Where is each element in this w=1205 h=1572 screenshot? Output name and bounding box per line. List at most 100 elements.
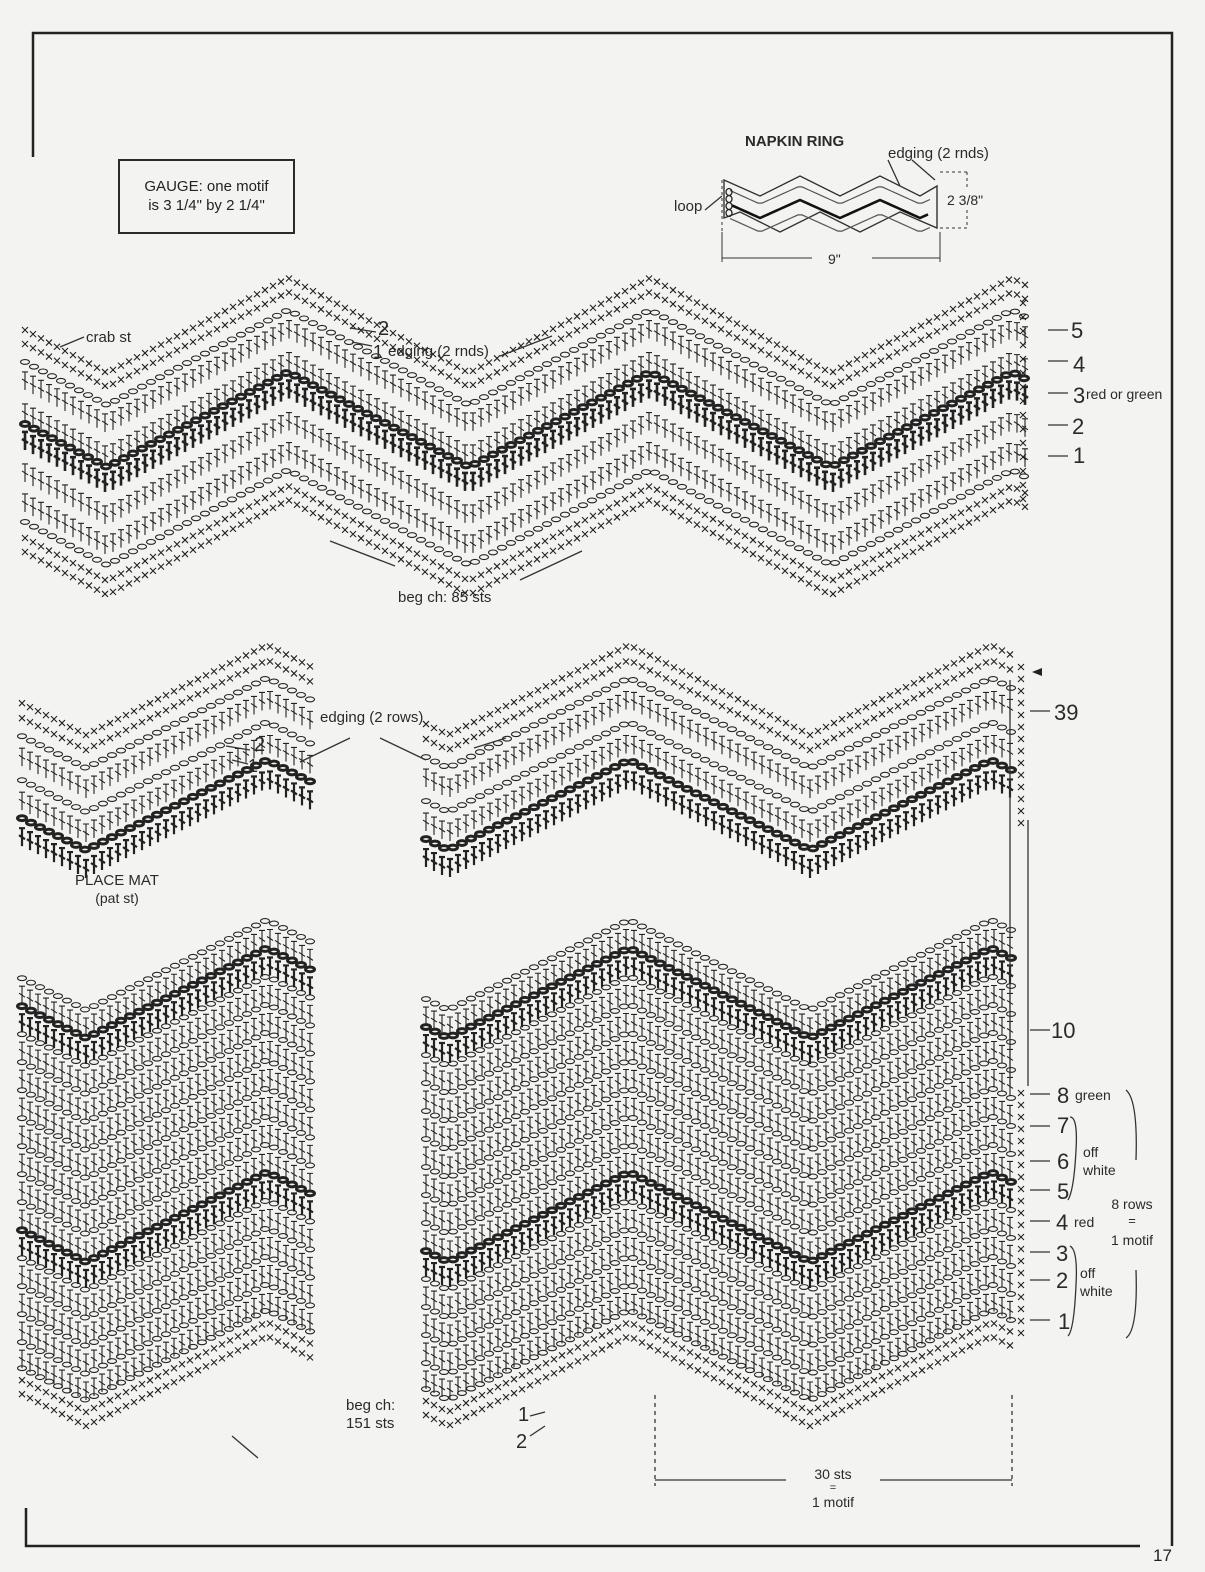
napkin-ring-stitch-chart bbox=[19, 275, 1030, 598]
mat-body-chain-6-right bbox=[420, 1058, 1017, 1152]
mat-body-chain-6-left bbox=[16, 1058, 316, 1153]
mat-top-edging-row-2-left bbox=[18, 643, 314, 739]
label-leader-lines bbox=[59, 159, 1137, 1486]
mat-body-chain-2-right bbox=[420, 945, 1017, 1041]
mat-body-chain-3-left bbox=[16, 974, 316, 1069]
mat-body-chain-11-left bbox=[16, 1198, 316, 1293]
mat-body-stitches-4-left bbox=[18, 1012, 314, 1120]
top-row-5-stitches bbox=[21, 319, 1029, 432]
mat-body-stitches-5-left bbox=[18, 1040, 314, 1148]
mat-body-stitches-5-right bbox=[422, 1040, 1014, 1148]
place-mat-row-6: 6 bbox=[1057, 1149, 1070, 1174]
mat-body-stitches-8-left bbox=[18, 1124, 314, 1232]
place-mat-beg-ch-line-1: beg ch: bbox=[346, 1397, 396, 1414]
mat-body-chain-11-right bbox=[420, 1198, 1017, 1292]
top-row-1: 1 bbox=[1073, 443, 1086, 468]
mat-body-stitches-2-right bbox=[422, 956, 1014, 1064]
mat-start-row-arrows bbox=[529, 1411, 546, 1437]
motif-width-line-1: 30 sts bbox=[814, 1466, 852, 1482]
napkin-ring-dimensions bbox=[721, 171, 968, 262]
mat-body-stitches-12-left bbox=[18, 1236, 314, 1344]
gauge-line-1: GAUGE: one motif bbox=[144, 177, 269, 195]
off-white-label-lower-2: white bbox=[1080, 1283, 1113, 1299]
napkin-ring-lower-line bbox=[729, 214, 931, 232]
gauge-box: GAUGE: one motif is 3 1/4" by 2 1/4" bbox=[118, 159, 295, 234]
place-mat-row-10: 10 bbox=[1051, 1018, 1076, 1043]
place-mat-edging-row-1: 1 bbox=[248, 756, 259, 776]
napkin-ring-center-line bbox=[731, 198, 929, 220]
napkin-ring-diagram bbox=[721, 171, 968, 262]
top-edging-label: edging (2 rnds) bbox=[388, 343, 489, 360]
mat-body-stitches-9-left bbox=[18, 1152, 314, 1260]
mat-top-stitches-2-left bbox=[18, 734, 314, 842]
motif-width-extents bbox=[654, 1395, 1013, 1486]
top-bottom-edge-sc-row bbox=[21, 483, 1029, 584]
repeat-bracket-top bbox=[1125, 1089, 1137, 1161]
top-row-3-color: red or green bbox=[1086, 386, 1163, 402]
mat-body-stitches-11-right bbox=[422, 1208, 1014, 1316]
motif-width-line-3: 1 motif bbox=[811, 1494, 854, 1510]
mat-body-stitches-9-right bbox=[422, 1152, 1014, 1260]
mat-body-chain-7-left bbox=[16, 1086, 316, 1181]
top-beginning-chain-label: beg ch: 85 sts bbox=[398, 589, 492, 606]
mat-top-stitches-1-right bbox=[422, 690, 1014, 798]
place-mat-edging-row-2: 2 bbox=[254, 734, 266, 756]
mat-bottom-edging-row-1-left bbox=[18, 1320, 314, 1416]
mat-edging-leader-left bbox=[299, 737, 351, 763]
mat-top-chain-1-right bbox=[420, 676, 1017, 770]
mat-body-chain-1-left bbox=[16, 918, 316, 1013]
mat-top-bold-stitches-left bbox=[18, 770, 314, 878]
place-mat-row-39: 39 bbox=[1054, 700, 1079, 725]
mat-top-edging-row-1-right bbox=[422, 658, 1014, 754]
place-mat-row-4-color: red bbox=[1074, 1214, 1095, 1230]
mat-body-stitches-7-right bbox=[422, 1096, 1014, 1204]
top-row-5: 5 bbox=[1071, 318, 1084, 343]
off-white-bracket-upper bbox=[1067, 1116, 1078, 1201]
mat-edging-leader-right-2 bbox=[473, 737, 507, 749]
mat-body-stitches-10-right bbox=[422, 1180, 1014, 1288]
repeat-note-line-3: 1 motif bbox=[1110, 1232, 1153, 1248]
mat-body-stitches-14-left bbox=[18, 1292, 314, 1400]
mat-body-chain-14-left bbox=[16, 1282, 316, 1377]
mat-top-stitches-1-left bbox=[18, 690, 314, 798]
off-white-label-lower-1: off bbox=[1080, 1265, 1096, 1281]
top-row-2-stitches bbox=[21, 411, 1029, 524]
place-mat-row-7: 7 bbox=[1057, 1113, 1070, 1138]
top-edge-sc-row bbox=[21, 289, 1029, 390]
mat-top-chain-2-right bbox=[420, 720, 1017, 814]
mat-body-chain-9-left bbox=[16, 1142, 316, 1237]
place-mat-row-8-color: green bbox=[1075, 1087, 1111, 1103]
mat-body-chain-3-right bbox=[420, 974, 1017, 1068]
off-white-label-upper-2: white bbox=[1083, 1162, 1116, 1178]
place-mat-subtitle: (pat st) bbox=[95, 890, 139, 906]
mat-beg-ch-leader bbox=[231, 1435, 259, 1459]
mat-body-chain-10-right bbox=[420, 1169, 1017, 1265]
beg-ch-leader-right bbox=[519, 550, 583, 581]
mat-body-stitches-2-left bbox=[18, 956, 314, 1064]
mat-body-chain-13-right bbox=[420, 1254, 1017, 1348]
place-mat-row-5: 5 bbox=[1057, 1179, 1070, 1204]
mat-body-stitches-8-right bbox=[422, 1124, 1014, 1232]
repeat-note-line-1: 8 rows bbox=[1111, 1196, 1153, 1212]
top-row-1-stitches bbox=[21, 441, 1029, 554]
top-row-3-chain bbox=[19, 369, 1030, 471]
mat-bottom-edging-row-2-right bbox=[422, 1334, 1014, 1430]
napkin-ring-edging-label: edging (2 rnds) bbox=[888, 145, 989, 162]
mat-right-edge-column bbox=[1017, 663, 1025, 1337]
place-mat-row-2: 2 bbox=[1056, 1268, 1069, 1293]
mat-body-chain-4-right bbox=[420, 1002, 1017, 1096]
mat-body-chain-2-left bbox=[16, 945, 316, 1042]
crab-stitch-label: crab st bbox=[86, 329, 132, 346]
napkin-ring-loop-label: loop bbox=[674, 198, 703, 215]
mat-body-stitches-13-left bbox=[18, 1264, 314, 1372]
off-white-bracket-lower bbox=[1067, 1245, 1078, 1337]
place-mat-row-1: 1 bbox=[1058, 1309, 1071, 1334]
mat-body-stitches-1-right bbox=[422, 928, 1014, 1036]
top-bottom-crab-row bbox=[21, 497, 1029, 598]
mat-body-stitches-6-left bbox=[18, 1068, 314, 1176]
mat-top-chain-2-left bbox=[16, 720, 316, 815]
mat-body-chain-4-left bbox=[16, 1002, 316, 1097]
mat-body-stitches-6-right bbox=[422, 1068, 1014, 1176]
mat-top-edging-row-2-right bbox=[422, 643, 1014, 739]
